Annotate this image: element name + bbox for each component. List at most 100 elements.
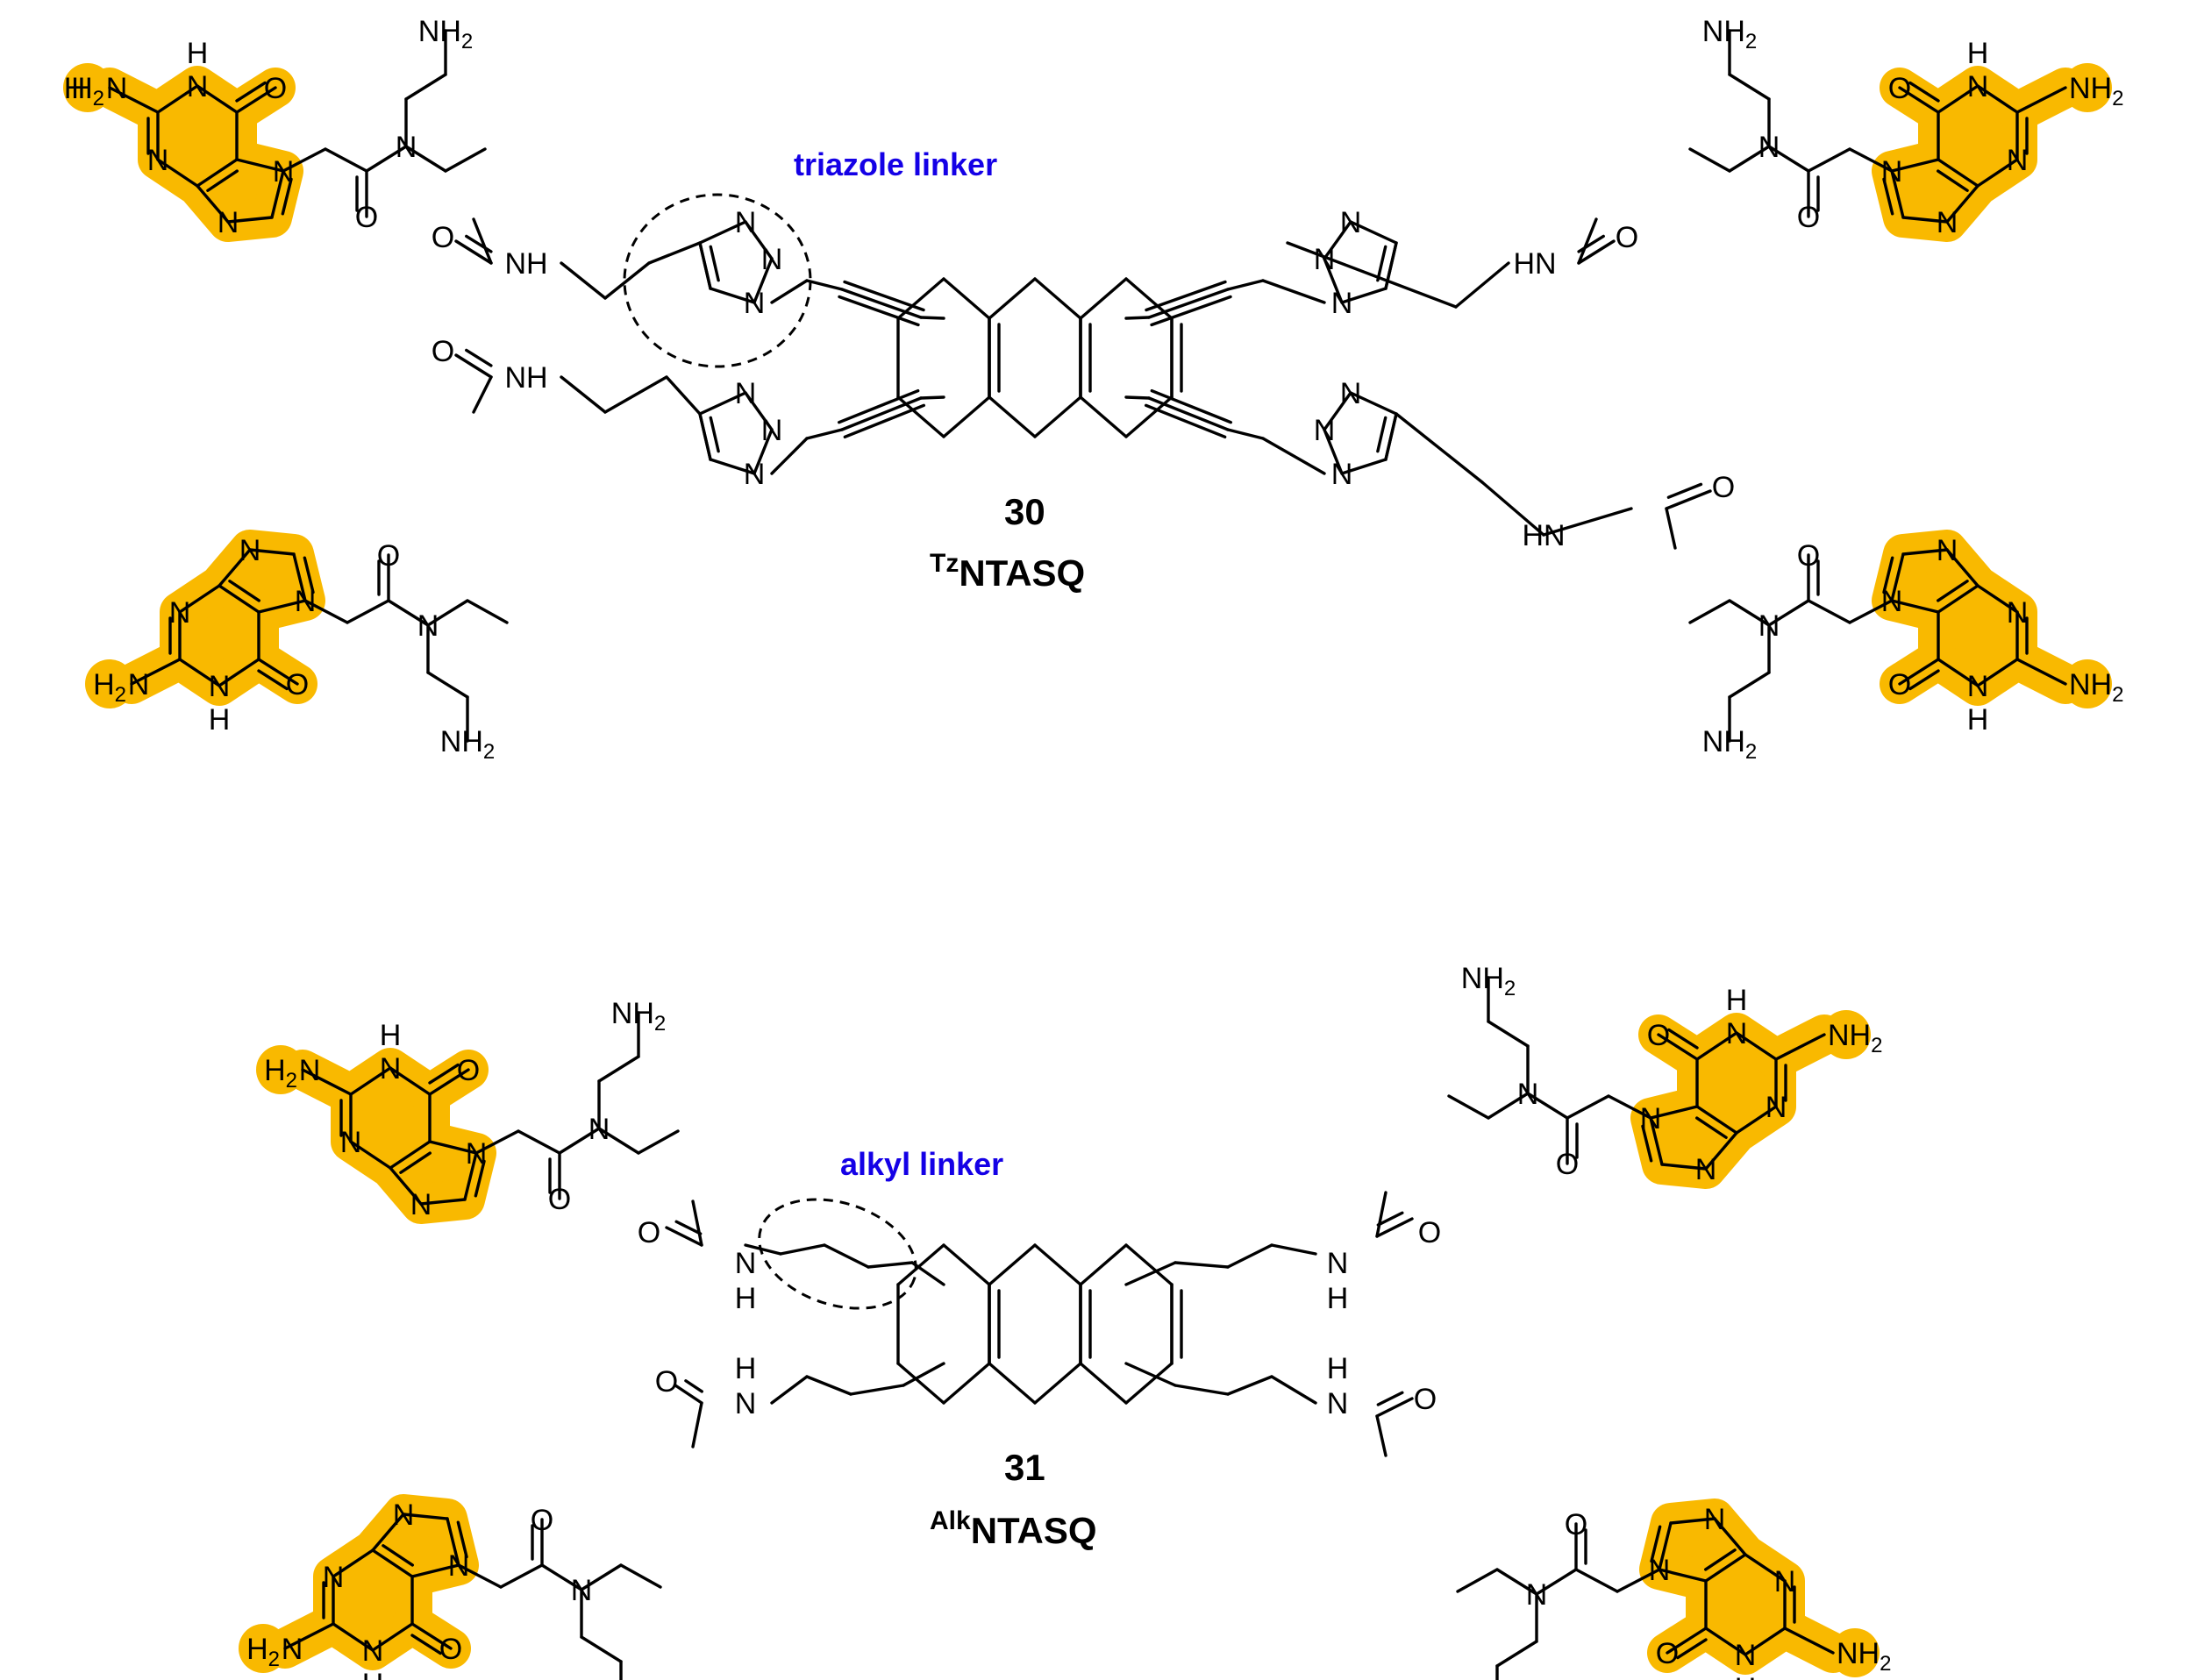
- bond: [156, 158, 199, 188]
- bond: [472, 375, 493, 414]
- nitrogen-atom: N: [147, 144, 169, 177]
- bond: [270, 169, 285, 219]
- bond: [1882, 177, 1894, 216]
- bond: [1744, 1627, 1787, 1656]
- amide-n: N: [1327, 1387, 1349, 1420]
- bond: [988, 1362, 1037, 1405]
- oxygen-atom: O: [1647, 1019, 1670, 1052]
- bond: [454, 353, 493, 379]
- amine-nh2: NH2: [1828, 1019, 1882, 1057]
- bond: [178, 584, 221, 614]
- bond: [1566, 1094, 1610, 1120]
- bond: [1150, 295, 1232, 327]
- bond: [867, 1261, 914, 1269]
- bond: [235, 86, 277, 114]
- bond: [1688, 147, 1731, 173]
- bond: [1641, 1124, 1653, 1163]
- bond: [196, 184, 230, 224]
- bond: [1454, 261, 1510, 309]
- nitrogen-atom: N: [1881, 585, 1903, 618]
- bond: [332, 1548, 375, 1578]
- bond: [1124, 1261, 1177, 1286]
- oxygen-atom: O: [377, 539, 400, 573]
- bond: [1807, 147, 1851, 173]
- triazole-linker-circle: [623, 193, 812, 368]
- amine-group: NH2: [418, 15, 473, 53]
- amide-hn: HN: [1522, 519, 1565, 552]
- hydrogen-atom: H: [362, 1668, 384, 1680]
- bond: [560, 261, 607, 300]
- nitrogen-atom: N: [1704, 1503, 1726, 1536]
- bond: [1447, 1094, 1490, 1120]
- bond: [474, 1159, 486, 1198]
- bond: [1124, 1362, 1177, 1387]
- amine-n: N: [128, 668, 150, 701]
- bond: [942, 395, 991, 438]
- nitrogen-atom: N: [380, 1052, 402, 1086]
- bond: [282, 147, 327, 173]
- bond: [303, 556, 315, 594]
- bond: [1882, 556, 1894, 594]
- bond: [1226, 279, 1265, 291]
- bond: [1526, 1092, 1569, 1120]
- bond: [805, 428, 844, 440]
- bond: [257, 658, 299, 686]
- amide-n: N: [1327, 1247, 1349, 1280]
- bond: [1616, 1568, 1661, 1593]
- bond: [206, 169, 239, 192]
- oxygen-atom: O: [1616, 221, 1638, 254]
- compound-30-main: NTASQ: [959, 552, 1085, 594]
- bond: [1774, 1033, 1826, 1061]
- amine-end-highlight: [256, 1045, 305, 1094]
- nitrogen-atom: N: [1331, 458, 1353, 491]
- amide-nh: NH: [504, 361, 547, 395]
- bond: [257, 669, 289, 691]
- bond: [744, 220, 774, 260]
- bond: [753, 428, 774, 475]
- bond: [389, 1140, 432, 1170]
- bond: [1487, 1092, 1530, 1120]
- amine-h2: H2: [264, 1054, 297, 1093]
- bond: [902, 1362, 945, 1387]
- bond: [428, 1140, 478, 1155]
- nitrogen-atom: N: [1937, 534, 1958, 567]
- oxygen-atom: O: [1565, 1508, 1587, 1541]
- bond: [474, 1129, 520, 1155]
- nitrogen-atom: N: [218, 206, 239, 239]
- oxygen-atom: O: [1797, 539, 1820, 573]
- bond: [1542, 507, 1633, 537]
- bond: [1033, 1243, 1082, 1286]
- bond: [1376, 245, 1387, 282]
- bond: [1607, 1094, 1652, 1120]
- bond: [465, 348, 493, 367]
- hydrogen-atom: H: [209, 703, 231, 737]
- nitrogen-atom: N: [1640, 1102, 1662, 1135]
- bond: [709, 458, 756, 475]
- amine-end-highlight: [1822, 1010, 1871, 1059]
- amine-group: NH2: [611, 997, 666, 1036]
- hydrogen-atom: H: [187, 37, 209, 70]
- bond: [1033, 395, 1082, 438]
- bond: [1744, 1553, 1787, 1583]
- bond: [365, 145, 408, 173]
- bond: [456, 1520, 468, 1559]
- amine-end-highlight: [63, 63, 112, 112]
- bond: [665, 375, 702, 416]
- bond: [843, 280, 925, 312]
- nitrogen-atom: N: [239, 534, 261, 567]
- bond: [410, 1622, 453, 1650]
- bond: [1669, 1517, 1716, 1525]
- bond: [428, 1068, 470, 1096]
- bond: [1649, 1116, 1664, 1166]
- oxygen-atom: O: [1556, 1148, 1579, 1181]
- bond: [1976, 584, 2019, 614]
- bond: [349, 1066, 392, 1096]
- bond: [2015, 658, 2067, 686]
- bond: [1033, 277, 1082, 320]
- bond: [691, 1401, 703, 1449]
- amine-group: NH2: [1461, 962, 1516, 1000]
- bond: [698, 220, 747, 245]
- bond: [744, 1243, 782, 1256]
- bond: [1704, 1548, 1737, 1571]
